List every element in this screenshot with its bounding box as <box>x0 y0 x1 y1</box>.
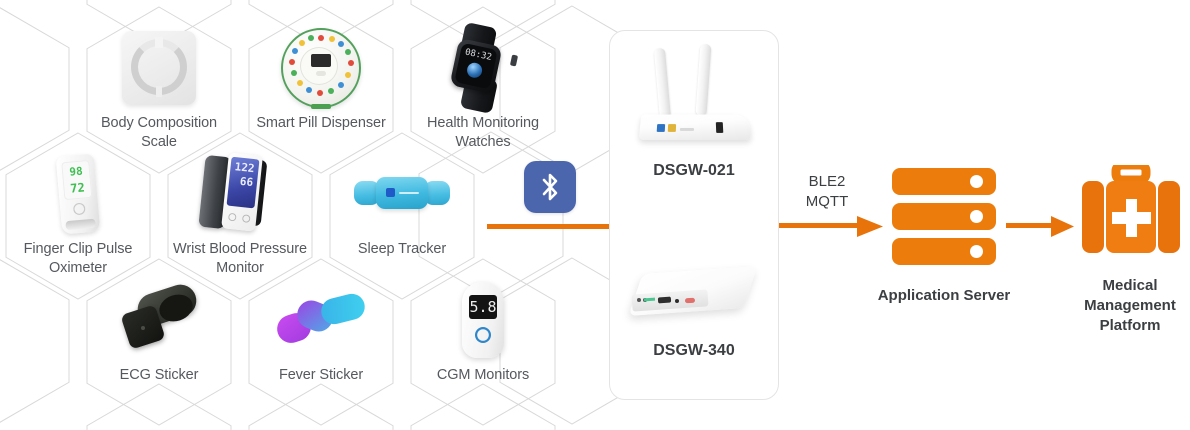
gateway-panel <box>609 30 779 400</box>
server-stack-icon <box>892 168 996 273</box>
medical-bag-icon <box>1080 160 1182 266</box>
sleep-tracker-icon <box>352 148 452 240</box>
server-bar <box>892 168 996 195</box>
device-label: Finger Clip Pulse Oximeter <box>23 241 133 276</box>
device-hex-fever-sticker[interactable]: Fever Sticker <box>248 258 394 426</box>
oximeter-spo2-value: 98 <box>68 164 84 179</box>
protocol-label: BLE2 MQTT <box>782 172 872 212</box>
device-label: ECG Sticker <box>119 367 199 383</box>
protocol-line-1: BLE2 <box>808 173 846 190</box>
connector-server-to-platform <box>1006 216 1074 237</box>
bp-systolic-value: 122 <box>234 160 256 176</box>
body-composition-scale-icon <box>109 22 209 114</box>
connector-gateway-to-server <box>779 216 883 237</box>
fever-sticker-icon <box>271 274 371 366</box>
application-server-label: Application Server <box>877 287 1011 304</box>
gateway-label: DSGW-021 <box>653 162 735 179</box>
device-label: Wrist Blood Pressure Monitor <box>173 241 307 276</box>
wifi-router-icon <box>630 43 758 156</box>
cgm-monitor-icon: 5.8 <box>433 274 533 366</box>
server-bar <box>892 203 996 230</box>
device-label: CGM Monitors <box>436 367 530 383</box>
device-label: Sleep Tracker <box>357 241 447 257</box>
protocol-line-2: MQTT <box>805 193 849 210</box>
blood-pressure-monitor-icon: 122 66 <box>190 148 290 240</box>
device-label: Body Composition Scale <box>100 115 218 150</box>
medical-platform-label: Medical Management Platform <box>1084 277 1176 334</box>
pocket-gateway-icon <box>628 262 759 336</box>
oximeter-pulse-value: 72 <box>69 180 86 196</box>
pulse-oximeter-icon: 98 72 <box>28 148 128 240</box>
ecg-sticker-icon <box>109 274 209 366</box>
bp-diastolic-value: 66 <box>239 174 254 190</box>
bluetooth-glyph <box>542 173 558 201</box>
cgm-glucose-value: 5.8 <box>469 298 497 316</box>
device-label: Smart Pill Dispenser <box>256 115 386 131</box>
gateway-label: DSGW-340 <box>653 342 735 359</box>
device-label: Health Monitoring Watches <box>427 115 539 150</box>
device-label: Fever Sticker <box>278 367 364 383</box>
watch-time-display: 08:32 <box>463 47 493 63</box>
smart-pill-dispenser-icon <box>271 22 371 114</box>
medical-bag-glyph <box>1082 160 1180 253</box>
bluetooth-icon[interactable] <box>524 161 576 213</box>
device-hex-ecg-sticker[interactable]: ECG Sticker <box>86 258 232 426</box>
gateway-item-dsgw-340[interactable]: DSGW-340 <box>609 262 779 360</box>
smart-watch-icon: 08:32 <box>433 21 533 114</box>
device-hex-cgm-monitors[interactable]: 5.8 CGM Monitors <box>410 258 556 426</box>
gateway-item-dsgw-021[interactable]: DSGW-021 <box>609 43 779 180</box>
connector-devices-to-gateway <box>487 224 609 229</box>
server-bar <box>892 238 996 265</box>
